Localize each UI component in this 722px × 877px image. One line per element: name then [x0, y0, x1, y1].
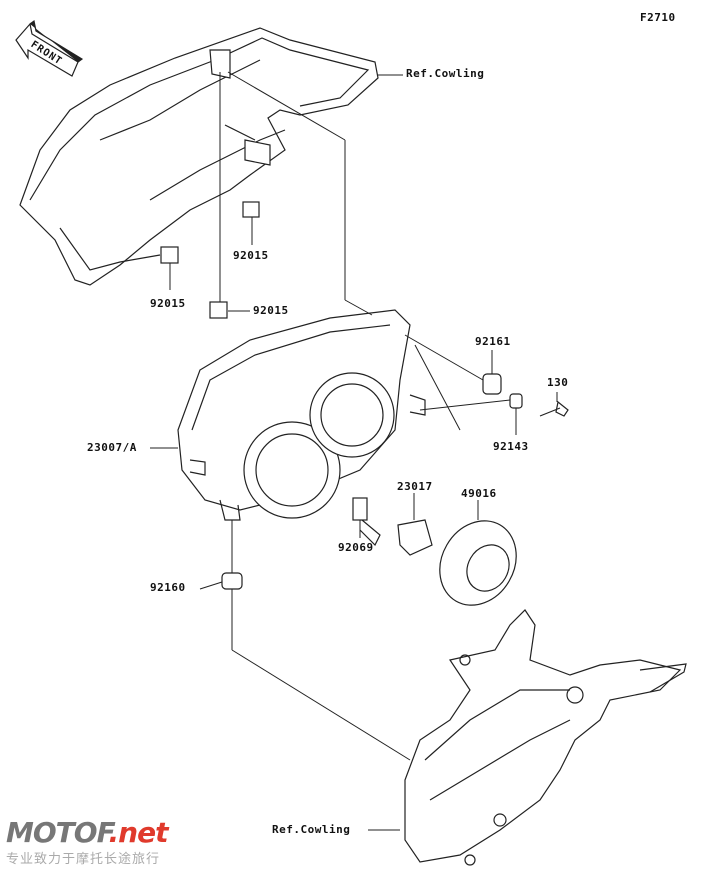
label-grommet-top: 92161 — [475, 335, 511, 348]
headlamp-assembly — [177, 309, 426, 521]
label-clip-b: 92015 — [150, 297, 186, 310]
label-ref-cowling-top: Ref.Cowling — [406, 67, 485, 80]
headlight-stay-bracket — [404, 609, 687, 866]
cover-49016 — [439, 520, 517, 606]
bolt-130 — [539, 400, 569, 417]
front-arrow-icon — [15, 19, 84, 77]
watermark-suffix: .net — [108, 816, 169, 849]
label-clip-a: 92015 — [233, 249, 269, 262]
grommet-92160 — [221, 572, 243, 590]
label-socket: 23017 — [397, 480, 433, 493]
leader-lines — [150, 71, 558, 831]
diagram-code: F2710 — [640, 11, 676, 24]
label-collar: 92143 — [493, 440, 529, 453]
label-clip-c: 92015 — [253, 304, 289, 317]
label-cover: 49016 — [461, 487, 497, 500]
label-ref-cowling-bottom: Ref.Cowling — [272, 823, 351, 836]
bulb-92069 — [352, 497, 381, 547]
label-bulb: 92069 — [338, 541, 374, 554]
label-bolt: 130 — [547, 376, 569, 389]
watermark-tagline: 专业致力于摩托长途旅行 — [6, 852, 161, 867]
clip-92015-c — [209, 301, 228, 319]
motof-watermark: MOTOF.net 专业致力于摩托长途旅行 — [6, 816, 169, 868]
collar-92143 — [509, 393, 523, 409]
label-headlamp-assy: 23007/A — [87, 441, 137, 454]
watermark-brand: MOTOF — [6, 816, 110, 849]
grommet-92161 — [482, 373, 502, 395]
clip-92015-a — [242, 201, 260, 218]
label-grommet-bottom: 92160 — [150, 581, 186, 594]
upper-cowling-outline — [19, 27, 379, 286]
socket-23017 — [397, 519, 433, 556]
clip-92015-b — [160, 246, 179, 264]
